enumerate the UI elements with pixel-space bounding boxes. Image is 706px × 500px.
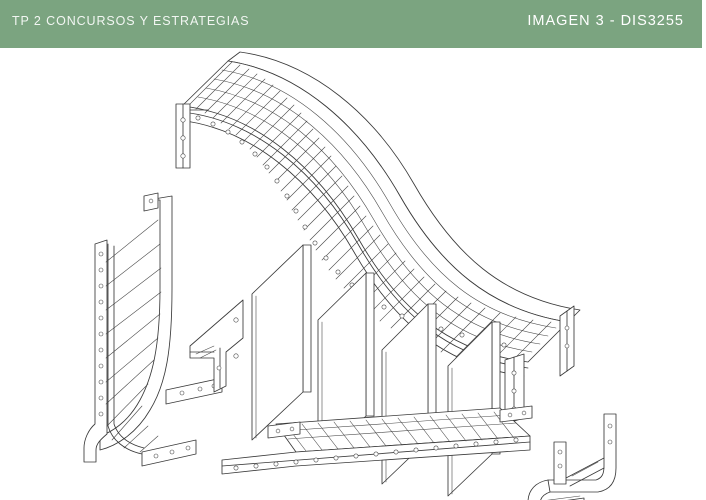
base-rail-perforations <box>233 437 519 471</box>
part-center-mounting-bracket <box>189 299 244 393</box>
exploded-assembly-drawing <box>83 51 617 500</box>
part-bottom-slat-base <box>221 405 533 475</box>
technical-drawing-canvas <box>0 48 706 500</box>
header-bar: TP 2 CONCURSOS Y ESTRATEGIAS IMAGEN 3 - … <box>0 0 702 48</box>
part-left-side-frame-slatted <box>83 192 223 467</box>
part-right-side-frame <box>527 413 617 500</box>
seat-right-bracket-outer <box>559 305 575 377</box>
part-curved-slat-seat-top <box>175 51 581 425</box>
page-title: TP 2 CONCURSOS Y ESTRATEGIAS <box>12 14 250 28</box>
part-divider-fin-1 <box>251 244 312 441</box>
left-rail-perforations <box>98 251 104 417</box>
seat-left-bracket <box>175 103 209 169</box>
part-divider-fin-2 <box>317 272 375 463</box>
image-reference-label: IMAGEN 3 - DIS3255 <box>527 13 684 29</box>
